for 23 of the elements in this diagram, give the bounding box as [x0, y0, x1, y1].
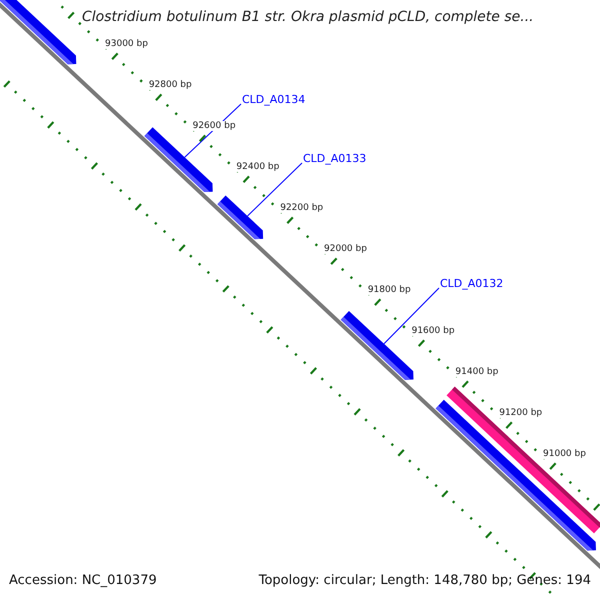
tick-label: 91600 bp: [410, 326, 456, 336]
map-info-text: Topology: circular; Length: 148,780 bp; Genes: 194: [258, 573, 591, 588]
tick-label: 92200 bp: [279, 202, 324, 213]
tick-label: 91000 bp: [542, 448, 587, 459]
gene-arrow: [144, 127, 213, 192]
tick-label: 91400 bp: [454, 366, 500, 377]
gene-label: CLD_A0132: [440, 277, 504, 290]
tick-label: 91200 bp: [498, 408, 544, 418]
tick-label: 92800 bp: [148, 80, 193, 90]
tick-label: 92600 bp: [192, 120, 237, 131]
tick-label: 92000 bp: [323, 244, 368, 254]
gene-arrow: [340, 310, 414, 380]
gene-arrow: [0, 0, 76, 64]
map-title: Clostridium botulinum B1 str. Okra plasmid pCLD, complete se...: [82, 9, 534, 25]
tick-label: 93000 bp: [104, 38, 149, 49]
tick-label: 91800 bp: [366, 284, 412, 295]
tick-label: 92400 bp: [235, 162, 280, 172]
gene-arrow: [217, 196, 264, 240]
gene-label: CLD_A0133: [303, 152, 366, 165]
leader-line: [247, 162, 302, 217]
leader-line: [384, 288, 440, 344]
accession-text: Accession: NC_010379: [9, 573, 157, 588]
gene-label: CLD_A0134: [242, 93, 306, 106]
